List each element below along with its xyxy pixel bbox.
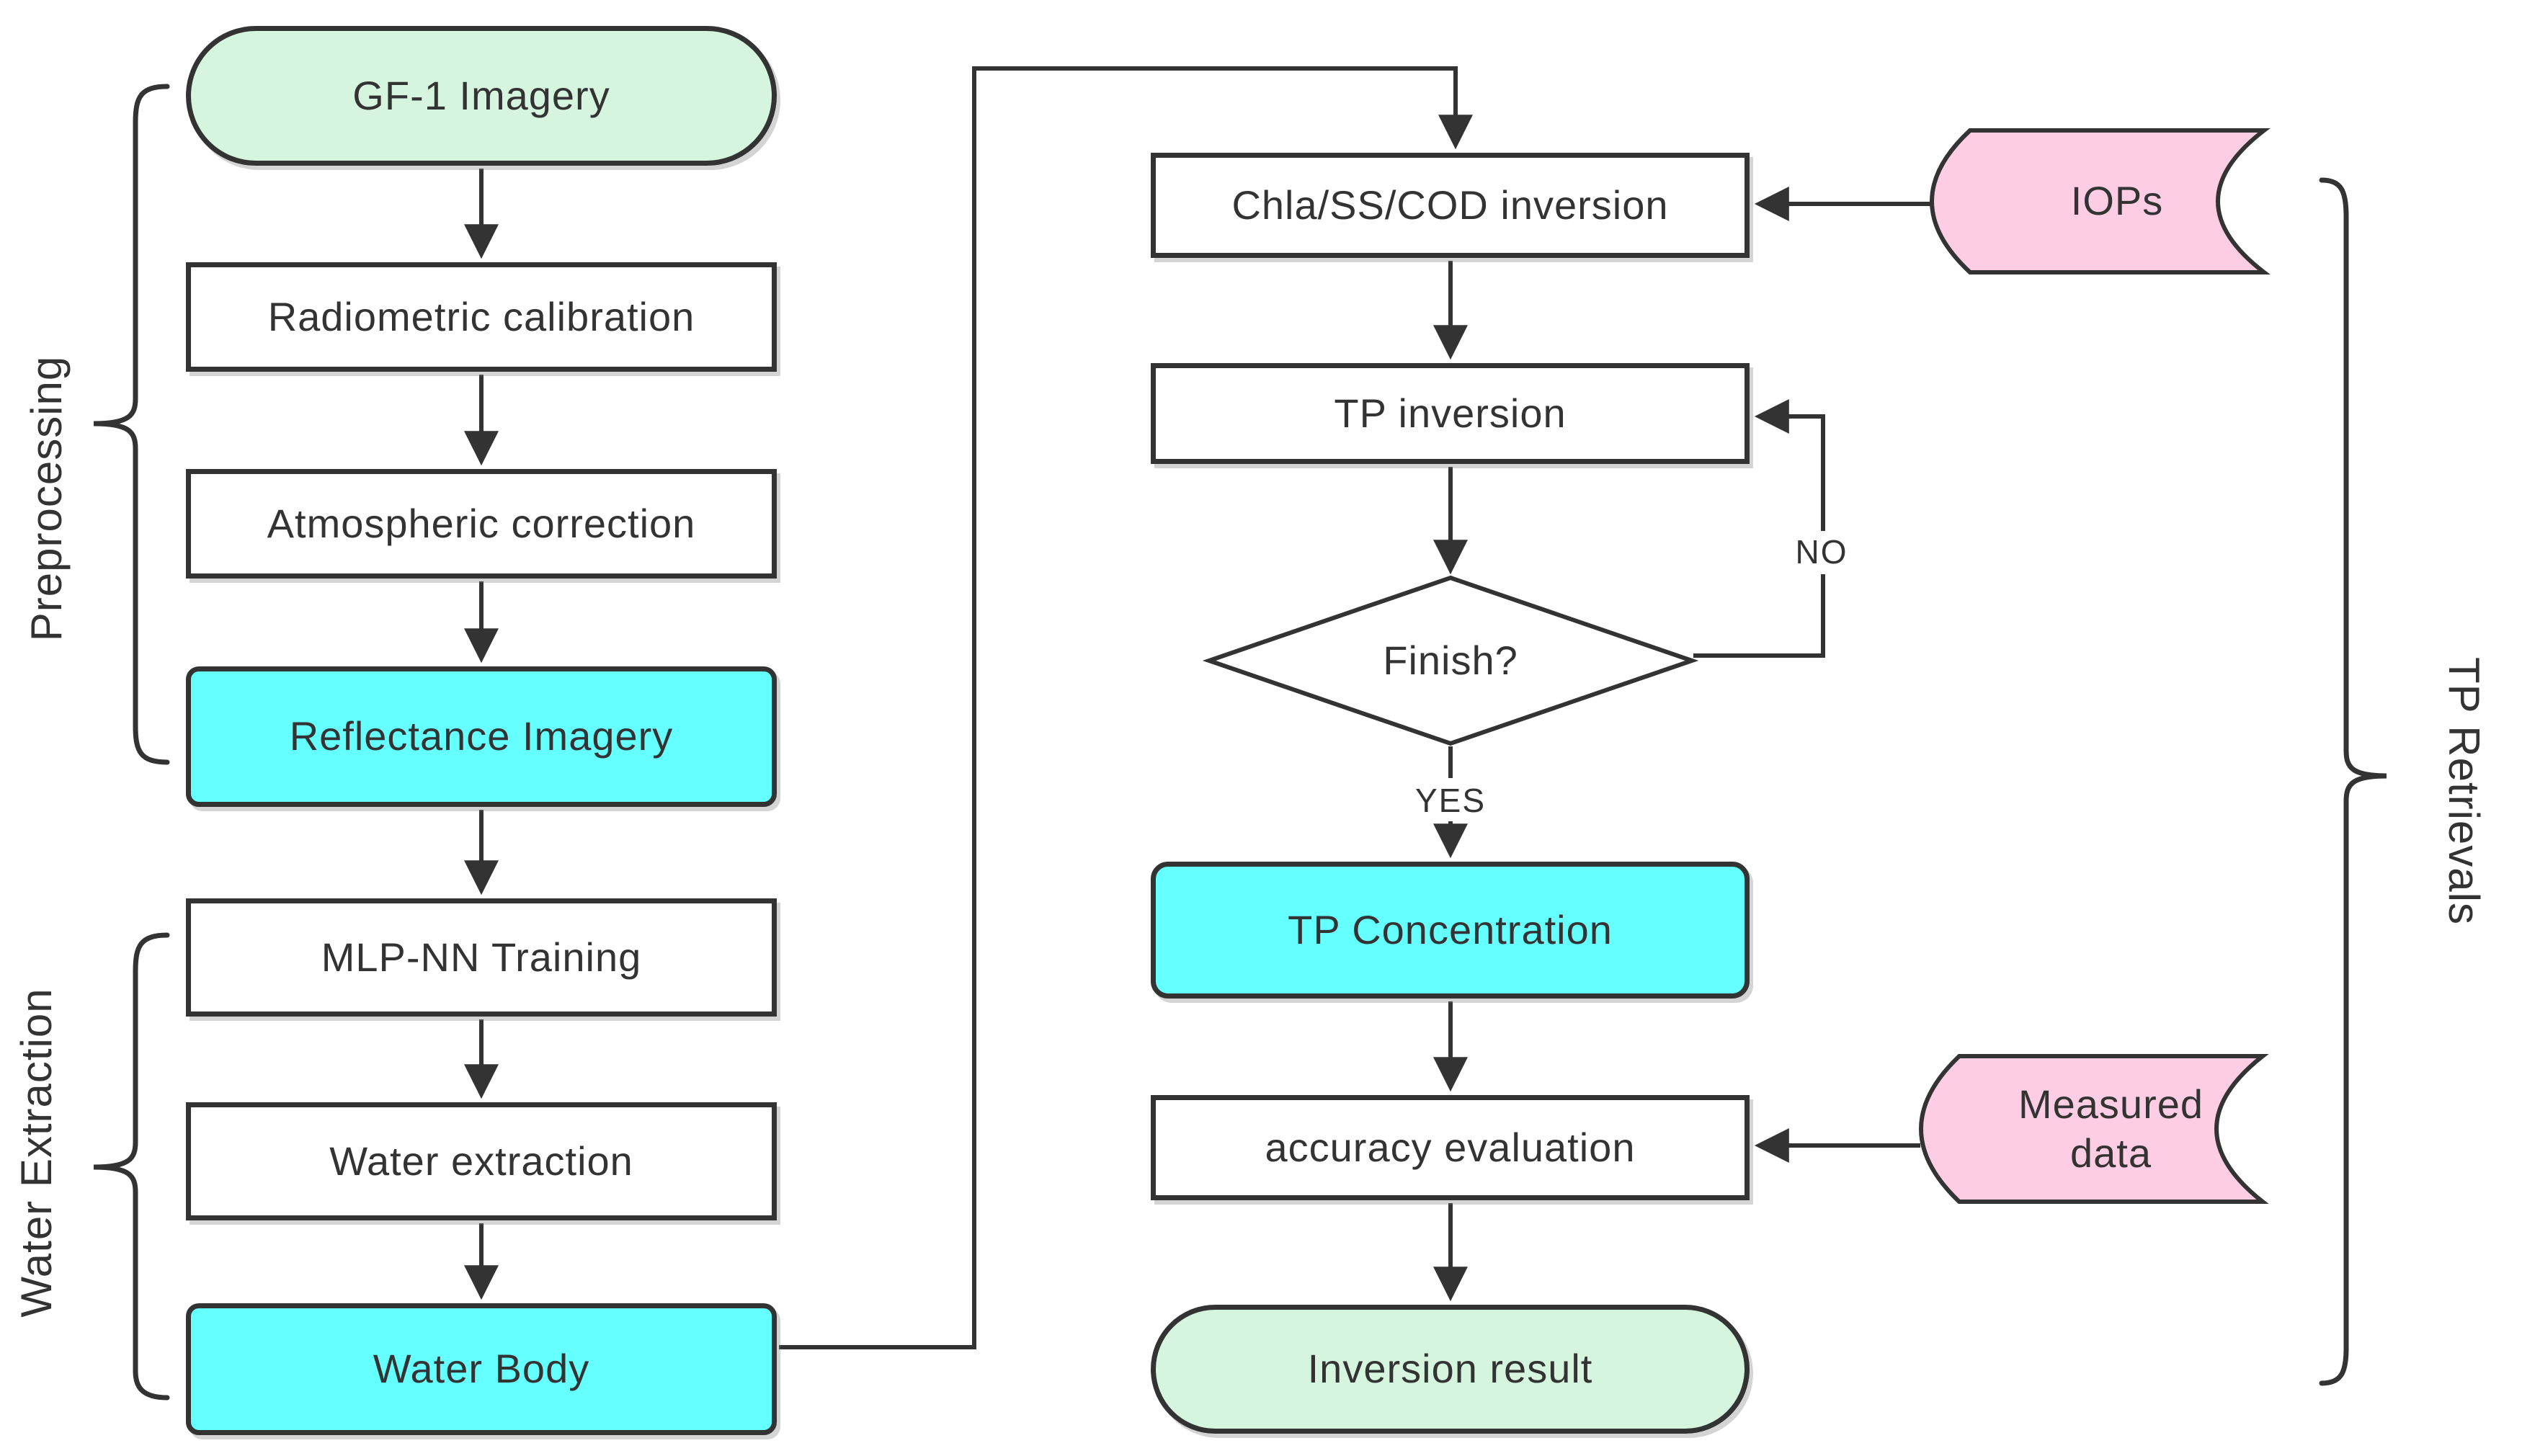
- edge-finish-no-arrow: [1754, 399, 1825, 531]
- node-radiometric-calibration: Radiometric calibration: [186, 262, 777, 372]
- node-water-extraction: Water extraction: [186, 1102, 777, 1220]
- branch-label-no: NO: [1795, 532, 1848, 571]
- node-tp-inversion: TP inversion: [1151, 363, 1750, 464]
- node-chla-ss-cod-inversion: Chla/SS/COD inversion: [1151, 153, 1750, 258]
- node-tp-concentration: TP Concentration: [1151, 862, 1750, 999]
- datastore-iops-label: IOPs: [2070, 178, 2164, 224]
- datastore-measured-label: Measured data: [2018, 1081, 2204, 1176]
- node-atmospheric-correction: Atmospheric correction: [186, 469, 777, 579]
- datastore-measured-shape: [1919, 1054, 2269, 1204]
- brace-preprocessing: [93, 84, 170, 765]
- group-label-tp-retrievals: TP Retrievals: [2440, 656, 2489, 925]
- node-inversion-result: Inversion result: [1151, 1305, 1750, 1434]
- brace-water-extraction: [93, 932, 170, 1401]
- node-water-body: Water Body: [186, 1303, 777, 1435]
- edge-waterbody-to-chla: [779, 66, 1473, 1349]
- node-mlp-nn-training: MLP-NN Training: [186, 898, 777, 1017]
- decision-finish-shape: [1202, 575, 1699, 746]
- edge-finish-no-lower: [1693, 574, 1825, 658]
- node-accuracy-evaluation: accuracy evaluation: [1151, 1095, 1750, 1200]
- datastore-iops-shape: [1930, 128, 2271, 274]
- decision-finish-label: Finish?: [1383, 637, 1518, 683]
- branch-label-yes: YES: [1414, 781, 1487, 819]
- group-label-preprocessing: Preprocessing: [22, 355, 71, 642]
- brace-tp-retrievals: [2319, 177, 2387, 1386]
- node-reflectance-imagery: Reflectance Imagery: [186, 666, 777, 807]
- group-label-water-extraction: Water Extraction: [12, 988, 61, 1318]
- node-gf1-imagery: GF-1 Imagery: [186, 26, 777, 166]
